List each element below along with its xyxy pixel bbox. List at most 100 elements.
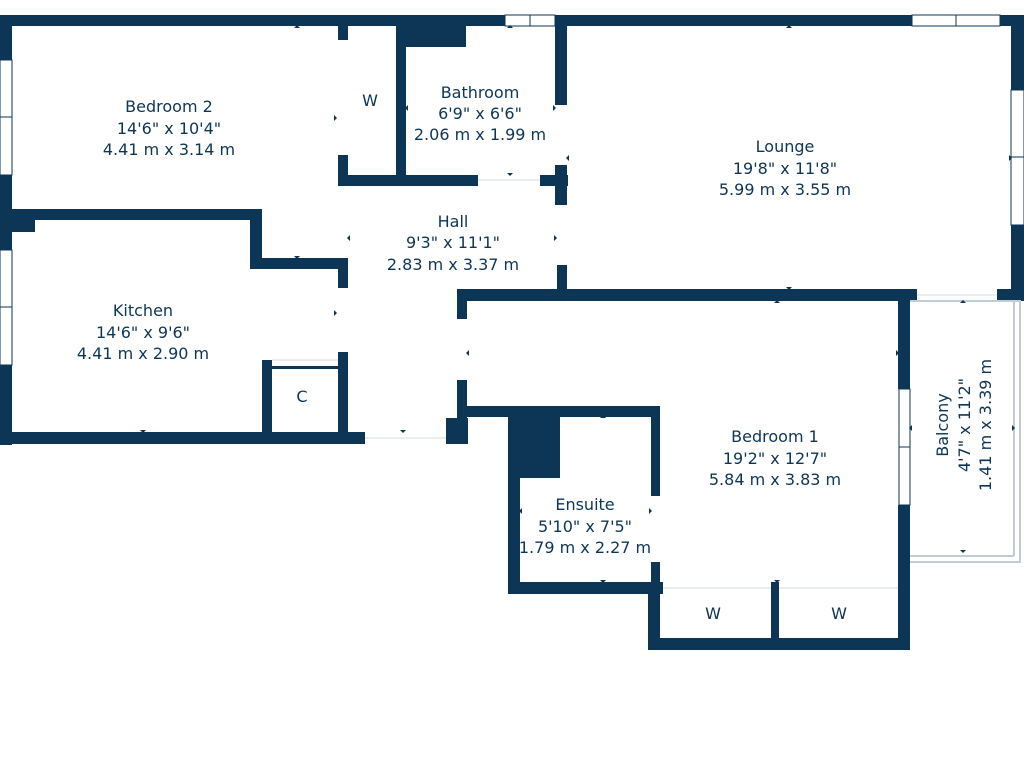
room-name: Hall [438,212,469,231]
dimension-marker [774,300,780,303]
dimension-marker [466,350,469,356]
dimension-marker [334,115,337,121]
dimension-marker [347,235,350,241]
dimension-marker [507,173,513,176]
room-size-imperial: 14'6" x 9'6" [96,323,190,342]
wall-bed2-right-mid [338,155,348,185]
room-size-imperial: 14'6" x 10'4" [117,119,221,138]
room-size-metric: 4.41 m x 3.14 m [103,140,235,159]
room-name: Bedroom 2 [125,97,213,116]
wall-cupboard-left [262,360,272,440]
wall-hall-top-left [338,175,478,186]
wall-ensuite-right-bottom [651,562,660,592]
cupboard-label-kitchen: C [296,387,307,406]
room-size-imperial: 4'7" x 11'2" [955,378,974,472]
wall-top-right [555,15,1024,26]
door-openings [272,179,997,589]
room-bedroom2: Bedroom 2 14'6" x 10'4" 4.41 m x 3.14 m [103,97,235,159]
wardrobe-label-bed1-right: W [831,604,847,623]
dimension-marker [896,350,899,356]
room-kitchen: Kitchen 14'6" x 9'6" 4.41 m x 2.90 m [77,301,209,363]
dimension-marker [960,300,966,303]
dimension-marker [140,217,146,220]
room-name: Bathroom [441,83,520,102]
wall-lounge-bottom-right [997,289,1024,301]
room-size-imperial: 9'3" x 11'1" [406,233,500,252]
wall-lounge-bottom [457,289,917,301]
wall-left-top [0,15,12,60]
wall-ensuite-left [508,406,520,594]
room-name: Balcony [933,393,952,456]
dimension-marker [400,181,406,184]
room-name: Bedroom 1 [731,427,819,446]
dimension-markers [140,25,1015,583]
room-size-metric: 5.99 m x 3.55 m [719,180,851,199]
room-bedroom1: Bedroom 1 19'2" x 12'7" 5.84 m x 3.83 m [709,427,841,489]
dimension-marker [334,310,337,316]
dimension-marker [554,235,557,241]
dimension-marker [1009,155,1012,161]
wall-right-top [1011,15,1024,90]
dimension-marker [649,508,652,514]
wall-bed1-left-bottom [457,380,467,420]
wall-wardrobe-bath [396,15,406,185]
wall-bed2-kitchen [12,209,262,220]
wall-right-mid [1011,225,1024,300]
wall-lounge-left-bottom [557,265,567,301]
dimension-marker [519,508,522,514]
dimension-marker [405,105,408,111]
dimension-marker [909,425,912,431]
dimension-marker [774,580,780,583]
dimension-marker [786,25,792,28]
wall-wardrobes-bottom [648,638,910,650]
room-name: Lounge [756,137,815,156]
wall-hall-bottom-right [446,418,468,444]
room-size-imperial: 19'2" x 12'7" [723,449,827,468]
wall-lounge-left-lower [555,165,567,205]
room-ensuite: Ensuite 5'10" x 7'5" 1.79 m x 2.27 m [519,495,651,557]
dimension-marker [1012,425,1015,431]
balcony-rail [910,300,1021,563]
room-name: Ensuite [555,495,614,514]
wall-bath-right [555,15,567,105]
room-size-metric: 2.06 m x 1.99 m [414,125,546,144]
dimension-marker [600,580,606,583]
dimension-marker [786,287,792,290]
wall-cupboard-top [262,366,342,369]
wall-wardrobes-divider [771,582,779,642]
wall-bed2-step-v [250,209,262,269]
room-bathroom: Bathroom 6'9" x 6'6" 2.06 m x 1.99 m [414,83,546,144]
dimension-marker [553,105,556,111]
room-size-metric: 1.79 m x 2.27 m [519,538,651,557]
wall-bed1-right-top [898,289,910,389]
dimension-marker [294,25,300,28]
room-hall: Hall 9'3" x 11'1" 2.83 m x 3.37 m [387,212,519,274]
room-size-metric: 4.41 m x 2.90 m [77,344,209,363]
dimension-marker [600,415,606,418]
room-size-imperial: 19'8" x 11'8" [733,159,837,178]
wall-left-bottom [0,365,12,445]
wall-kitchen-bottom [0,432,365,444]
dimension-marker [140,430,146,433]
wall-bath-block [396,15,466,47]
wall-ensuite-bottom [508,582,663,594]
wall-bed2-step-h [250,258,348,269]
wall-ensuite-right-top [651,406,660,496]
wall-bed1-left-top [457,289,467,319]
wall-kitchen-right-top [338,258,348,288]
wall-top-left [0,15,505,26]
wardrobe-label-bed1-left: W [705,604,721,623]
room-size-imperial: 5'10" x 7'5" [538,517,632,536]
walls [0,15,1024,650]
room-size-imperial: 6'9" x 6'6" [438,104,522,123]
window-mullions [0,15,1024,448]
room-size-metric: 1.41 m x 3.39 m [976,359,995,491]
wall-kitchen-right-bottom [338,352,348,442]
wall-hall-top-right [540,175,568,186]
dimension-marker [507,25,513,28]
wall-wardrobes-right [898,505,910,650]
room-size-metric: 5.84 m x 3.83 m [709,470,841,489]
dimension-marker [566,155,569,161]
dimension-marker [294,256,300,259]
